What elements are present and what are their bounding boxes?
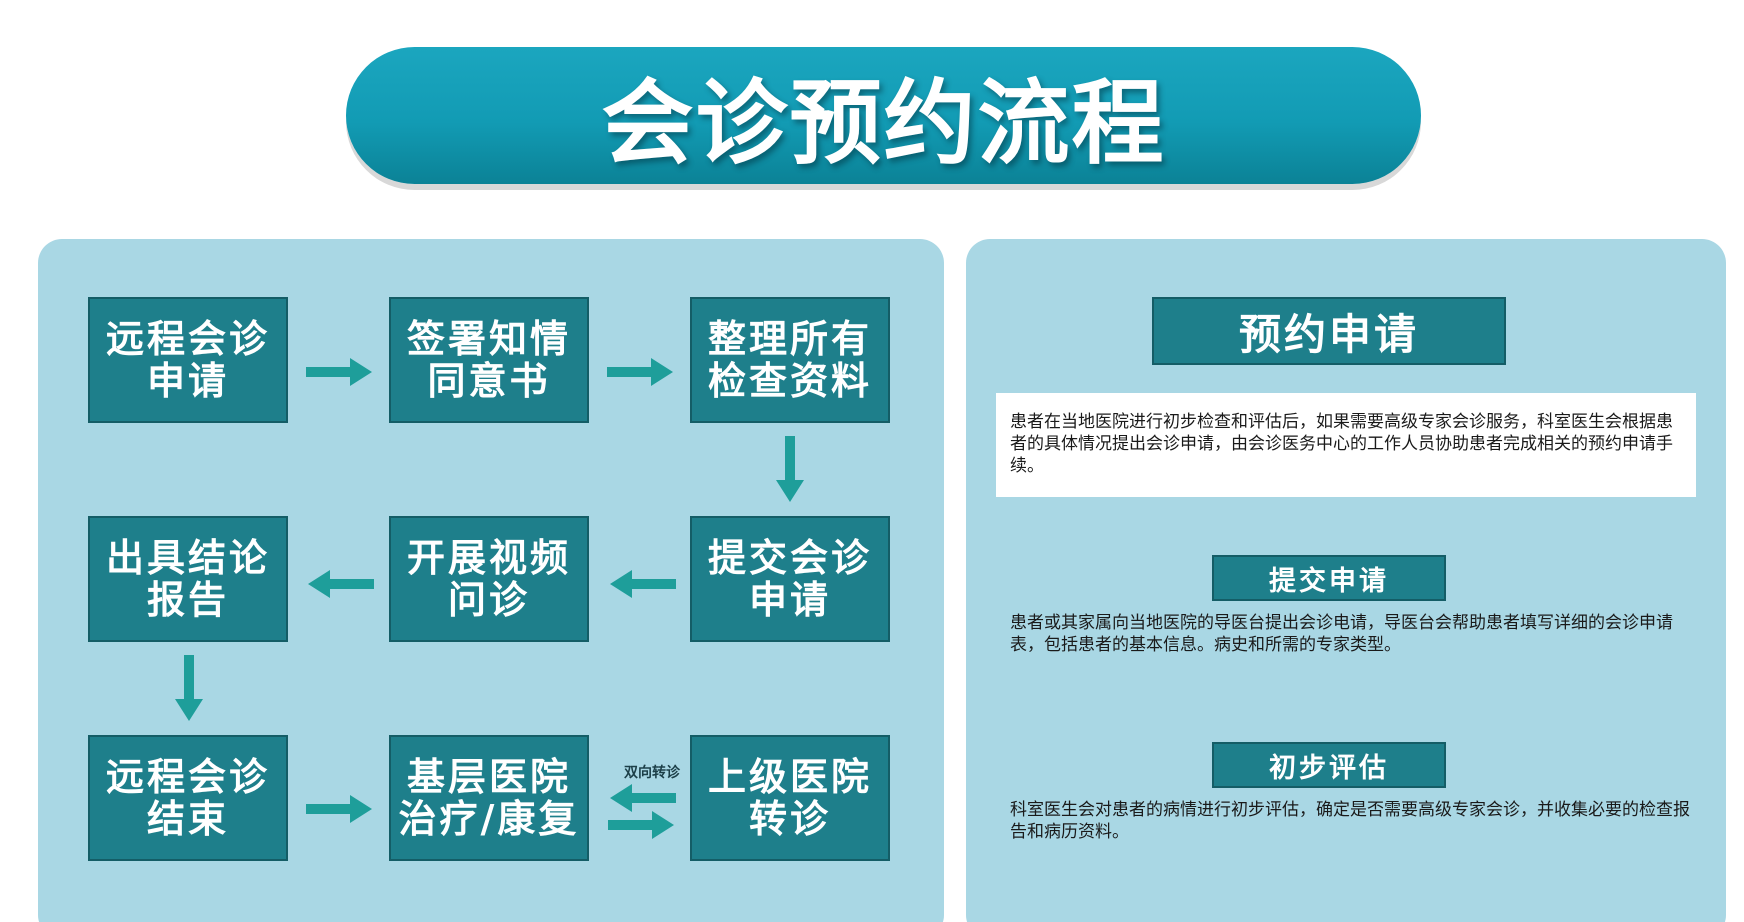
step-organize-records: 整理所有 检查资料	[690, 297, 890, 423]
step-submit-application: 提交会诊 申请	[690, 516, 890, 642]
section-text-assessment: 科室医生会对患者的病情进行初步评估，确定是否需要高级专家会诊，并收集必要的检查报…	[1010, 800, 1690, 842]
page-title: 会诊预约流程	[601, 70, 1166, 177]
arrow-down-icon	[175, 655, 203, 721]
step-upper-hospital-referral: 上级医院 转诊	[690, 735, 890, 861]
step-video-consult: 开展视频 问诊	[389, 516, 589, 642]
arrow-right-icon	[607, 358, 673, 386]
section-heading-assessment: 初步评估	[1212, 742, 1446, 788]
intro-box: 患者在当地医院进行初步检查和评估后，如果需要高级专家会诊服务，科室医生会根据患者…	[996, 393, 1696, 497]
step-label: 提交会诊 申请	[707, 536, 872, 622]
arrow-left-icon	[308, 570, 374, 598]
arrow-right-icon	[306, 795, 372, 823]
step-label: 远程会诊 结束	[105, 755, 270, 841]
step-remote-consult-apply: 远程会诊 申请	[88, 297, 288, 423]
intro-text: 患者在当地医院进行初步检查和评估后，如果需要高级专家会诊服务，科室医生会根据患者…	[1010, 412, 1673, 476]
step-label: 上级医院 转诊	[707, 755, 872, 841]
section-text-submit: 患者或其家属向当地医院的导医台提出会诊电请，导医台会帮助患者填写详细的会诊申请表…	[1010, 613, 1673, 655]
arrow-right-icon	[306, 358, 372, 386]
step-label: 基层医院 治疗/康复	[398, 755, 580, 841]
arrow-left-icon	[610, 784, 676, 812]
arrow-down-icon	[776, 436, 804, 502]
section-heading-appointment: 预约申请	[1152, 297, 1506, 365]
arrow-left-icon	[610, 570, 676, 598]
step-label: 签署知情 同意书	[406, 317, 571, 403]
bidirectional-label: 双向转诊	[624, 765, 680, 781]
step-label: 开展视频 问诊	[406, 536, 571, 622]
step-sign-consent: 签署知情 同意书	[389, 297, 589, 423]
step-label: 远程会诊 申请	[105, 317, 270, 403]
step-issue-report: 出具结论 报告	[88, 516, 288, 642]
step-label: 出具结论 报告	[105, 536, 270, 622]
step-consult-end: 远程会诊 结束	[88, 735, 288, 861]
title-banner: 会诊预约流程	[346, 47, 1421, 184]
step-local-treatment: 基层医院 治疗/康复	[389, 735, 589, 861]
step-label: 整理所有 检查资料	[707, 317, 872, 403]
arrow-right-icon	[608, 811, 674, 839]
section-heading-submit: 提交申请	[1212, 555, 1446, 601]
